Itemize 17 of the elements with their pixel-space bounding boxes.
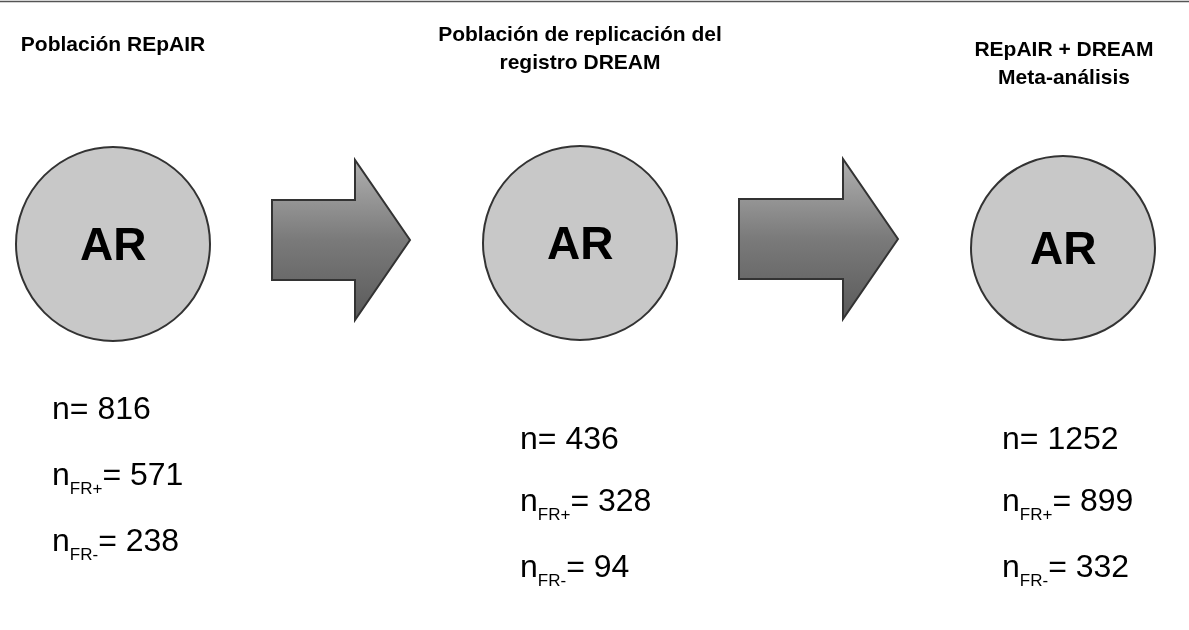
block-arrow [271,156,412,324]
column-heading: Población de replicación del registro DREAM [437,21,723,75]
sample-size-text: n= 816 [52,390,151,427]
block-arrow [738,155,900,323]
sample-size-text: n$_{FR-}$= 332 [1002,548,1130,591]
circle-label: AR [1030,221,1097,275]
sample-size-text: n$_{FR+}$= 899 [1002,482,1134,525]
column-heading: REpAIR + DREAM Meta-análisis [973,36,1155,90]
sample-size-text: n$_{FR-}$= 238 [52,522,180,565]
sample-size-text: n$_{FR+}$= 571 [52,456,184,499]
circle-label: AR [547,216,614,270]
sample-size-text: n$_{FR+}$= 328 [520,482,652,525]
sample-size-text: n$_{FR-}$= 94 [520,548,630,591]
column-heading: Población REpAIR [19,31,207,57]
circle-label: AR [80,217,147,271]
sample-size-text: n= 1252 [1002,420,1119,457]
sample-size-text: n= 436 [520,420,619,457]
